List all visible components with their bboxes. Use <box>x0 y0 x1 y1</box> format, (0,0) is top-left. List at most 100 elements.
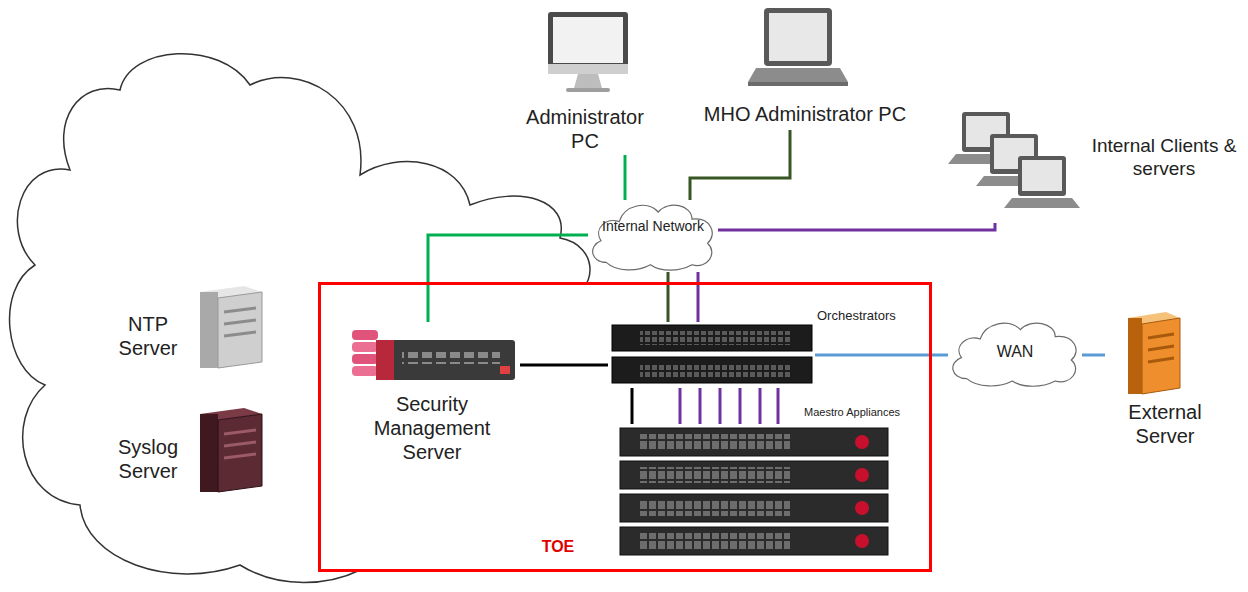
server-node: Syslog Server <box>105 405 265 500</box>
management-server-device-part <box>500 366 510 374</box>
orchestrator-units <box>612 325 812 383</box>
maestro-appliance-units-part <box>855 501 869 515</box>
external-server-icon-part <box>1148 334 1174 338</box>
network-link <box>667 272 670 322</box>
network-link <box>520 364 608 367</box>
management-server-device <box>352 330 515 380</box>
maestro-appliance-units-part <box>855 435 869 449</box>
management-server-device-part <box>352 354 378 364</box>
external-server-icon-part <box>1142 318 1180 394</box>
node-label: External Server <box>1105 400 1225 448</box>
network-cloud-node: Internal Network <box>588 200 718 272</box>
laptop-icon <box>748 8 848 86</box>
external-server-icon-part <box>1148 346 1174 350</box>
maestro-appliance-units-part <box>620 428 888 456</box>
network-link <box>719 388 722 424</box>
cloud-outline <box>588 200 718 272</box>
ntp-server-icon-part <box>200 292 218 368</box>
orchestrator-node: Orchestrators <box>608 322 815 388</box>
network-cloud-part <box>319 283 931 571</box>
node-label: Administrator PC <box>515 105 655 153</box>
network-link <box>739 388 742 424</box>
pc-node: Administrator PC <box>510 5 660 155</box>
node-label: Orchestrators <box>817 308 917 324</box>
management-server-device-part <box>376 340 515 380</box>
maestro-appliance-units-part <box>855 468 869 482</box>
maestro-appliance-units-part <box>640 533 790 549</box>
management-server-device-part <box>376 340 394 380</box>
desktop-icon-part <box>548 12 628 74</box>
management-server-device-part <box>402 352 500 364</box>
node-label: Internal Network <box>588 218 718 235</box>
network-link <box>759 388 762 424</box>
network-link <box>679 388 682 424</box>
server-node: NTP Server <box>105 280 265 375</box>
network-link <box>690 130 790 200</box>
ntp-server-icon-part <box>224 308 256 312</box>
syslog-server-icon-part <box>224 442 256 446</box>
syslog-server-icon-part <box>224 430 256 434</box>
network-link <box>699 388 702 424</box>
orchestrator-units-part <box>612 325 812 351</box>
network-link <box>777 388 780 424</box>
syslog-server-icon-part <box>218 414 262 492</box>
maestro-appliance-units-part <box>640 500 790 516</box>
node-label: Maestro Appliances <box>790 406 900 419</box>
management-server-device-part <box>352 342 378 352</box>
external-server-icon-part <box>1148 358 1174 362</box>
appliance-node: Maestro Appliances <box>618 424 890 558</box>
maestro-appliance-units-part <box>620 527 888 555</box>
node-label: NTP Server <box>105 312 191 360</box>
network-link <box>815 354 948 357</box>
maestro-appliance-units <box>620 428 888 555</box>
syslog-server-icon-part <box>200 414 218 492</box>
laptop-icon-part <box>748 68 848 82</box>
ntp-server-icon-part <box>218 292 262 368</box>
orchestrator-units-part <box>640 363 790 377</box>
client-node: Internal Clients & servers <box>940 105 1240 223</box>
external-server-icon-part <box>1128 318 1142 394</box>
network-link <box>697 272 700 322</box>
network-link <box>718 223 995 230</box>
desktop-icon-part <box>548 64 628 74</box>
node-label: Internal Clients & servers <box>1088 135 1240 181</box>
maestro-appliance-units-part <box>620 494 888 522</box>
network-link <box>428 235 588 322</box>
maestro-appliance-units-part <box>620 461 888 489</box>
pc-node: MHO Administrator PC <box>690 5 920 130</box>
node-label: Syslog Server <box>105 435 191 483</box>
node-label: Security Management Server <box>357 392 507 464</box>
management-server-device-part <box>352 366 378 376</box>
toe-boundary: TOE Security Management Server Orchestrato… <box>318 282 932 572</box>
network-link <box>1082 354 1105 357</box>
laptop-icon-part <box>764 8 832 66</box>
ntp-server-icon-part <box>224 332 256 336</box>
maestro-appliance-units-part <box>855 534 869 548</box>
network-cloud <box>10 54 931 583</box>
desktop-icon-part <box>553 17 623 63</box>
server-node: Security Management Server <box>345 322 520 477</box>
node-label: MHO Administrator PC <box>690 102 920 126</box>
maestro-appliance-units-part <box>640 467 790 483</box>
network-link <box>624 155 627 200</box>
boundary-label: TOE <box>533 537 583 556</box>
syslog-server-icon-part <box>224 454 256 458</box>
laptop-icon-part <box>769 13 827 61</box>
laptop-icon-part <box>748 82 848 86</box>
server-node: External Server <box>1105 305 1225 455</box>
maestro-appliance-units-part <box>640 434 790 450</box>
desktop-icon <box>548 12 628 92</box>
ntp-server-icon <box>200 286 262 368</box>
desktop-icon-part <box>574 74 602 88</box>
external-server-icon <box>1128 312 1180 394</box>
node-label: WAN <box>948 342 1082 361</box>
client-laptops-part <box>1004 156 1080 208</box>
syslog-server-icon <box>200 408 262 492</box>
management-server-device-part <box>352 330 378 340</box>
cloud-shape <box>593 205 713 270</box>
orchestrator-units-part <box>640 331 790 345</box>
network-cloud-node: WAN <box>948 318 1082 388</box>
desktop-icon-part <box>566 88 610 92</box>
